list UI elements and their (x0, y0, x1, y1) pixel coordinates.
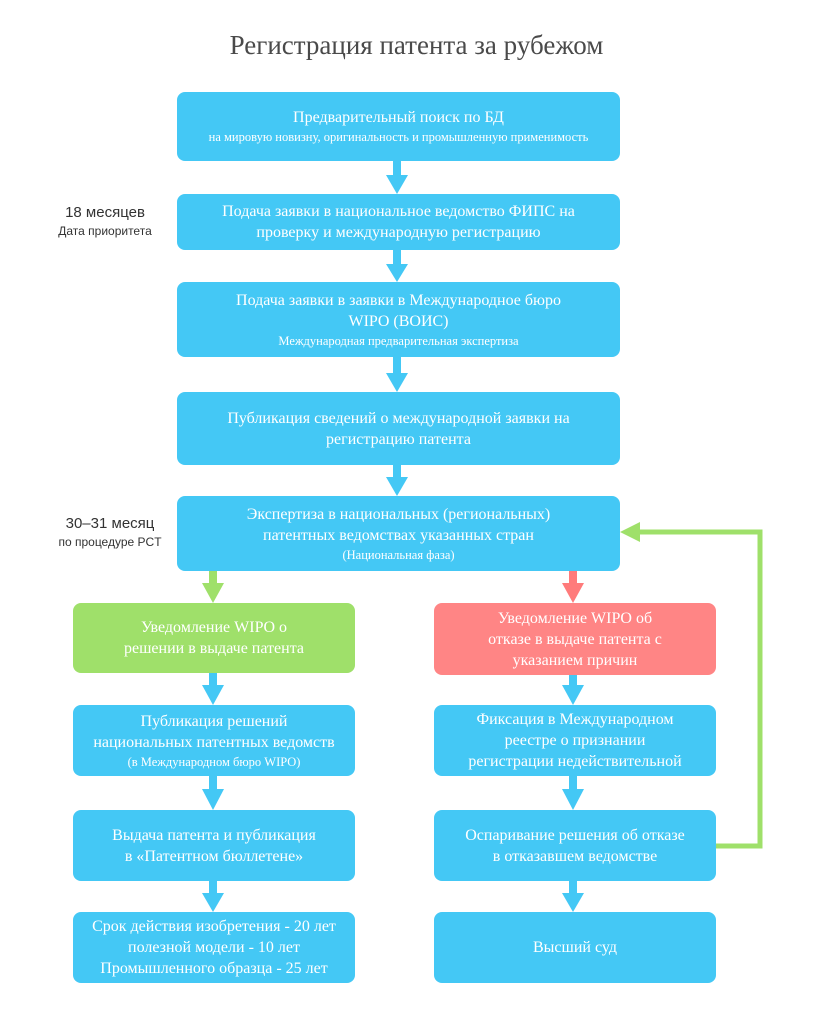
step-validity-terms: Срок действия изобретения - 20 лет полез… (73, 912, 355, 983)
national-phase-caption: по процедуре PCT (40, 534, 180, 550)
national-phase-months: 30–31 месяц (40, 514, 180, 534)
priority-caption: Дата приоритета (40, 223, 170, 239)
step-national-examination: Экспертиза в национальных (региональных)… (177, 496, 620, 571)
priority-label: 18 месяцев Дата приоритета (40, 203, 170, 239)
step-wipo-filing: Подача заявки в заявки в Международное б… (177, 282, 620, 357)
step-preliminary-search: Предварительный поиск по БД на мировую н… (177, 92, 620, 161)
step-fips-filing: Подача заявки в национальное ведомство Ф… (177, 194, 620, 250)
step-publication: Публикация сведений о международной заяв… (177, 392, 620, 465)
national-phase-label: 30–31 месяц по процедуре PCT (40, 514, 180, 550)
step-publish-decisions: Публикация решений национальных патентны… (73, 705, 355, 776)
step-appeal: Оспаривание решения об отказе в отказавш… (434, 810, 716, 881)
step-refusal-notice: Уведомление WIPO об отказе в выдаче пате… (434, 603, 716, 675)
priority-months: 18 месяцев (40, 203, 170, 223)
step-issue-patent: Выдача патента и публикация в «Патентном… (73, 810, 355, 881)
step-register-invalid: Фиксация в Международном реестре о призн… (434, 705, 716, 776)
step-grant-notice: Уведомление WIPO о решении в выдаче пате… (73, 603, 355, 673)
step-supreme-court: Высший суд (434, 912, 716, 983)
